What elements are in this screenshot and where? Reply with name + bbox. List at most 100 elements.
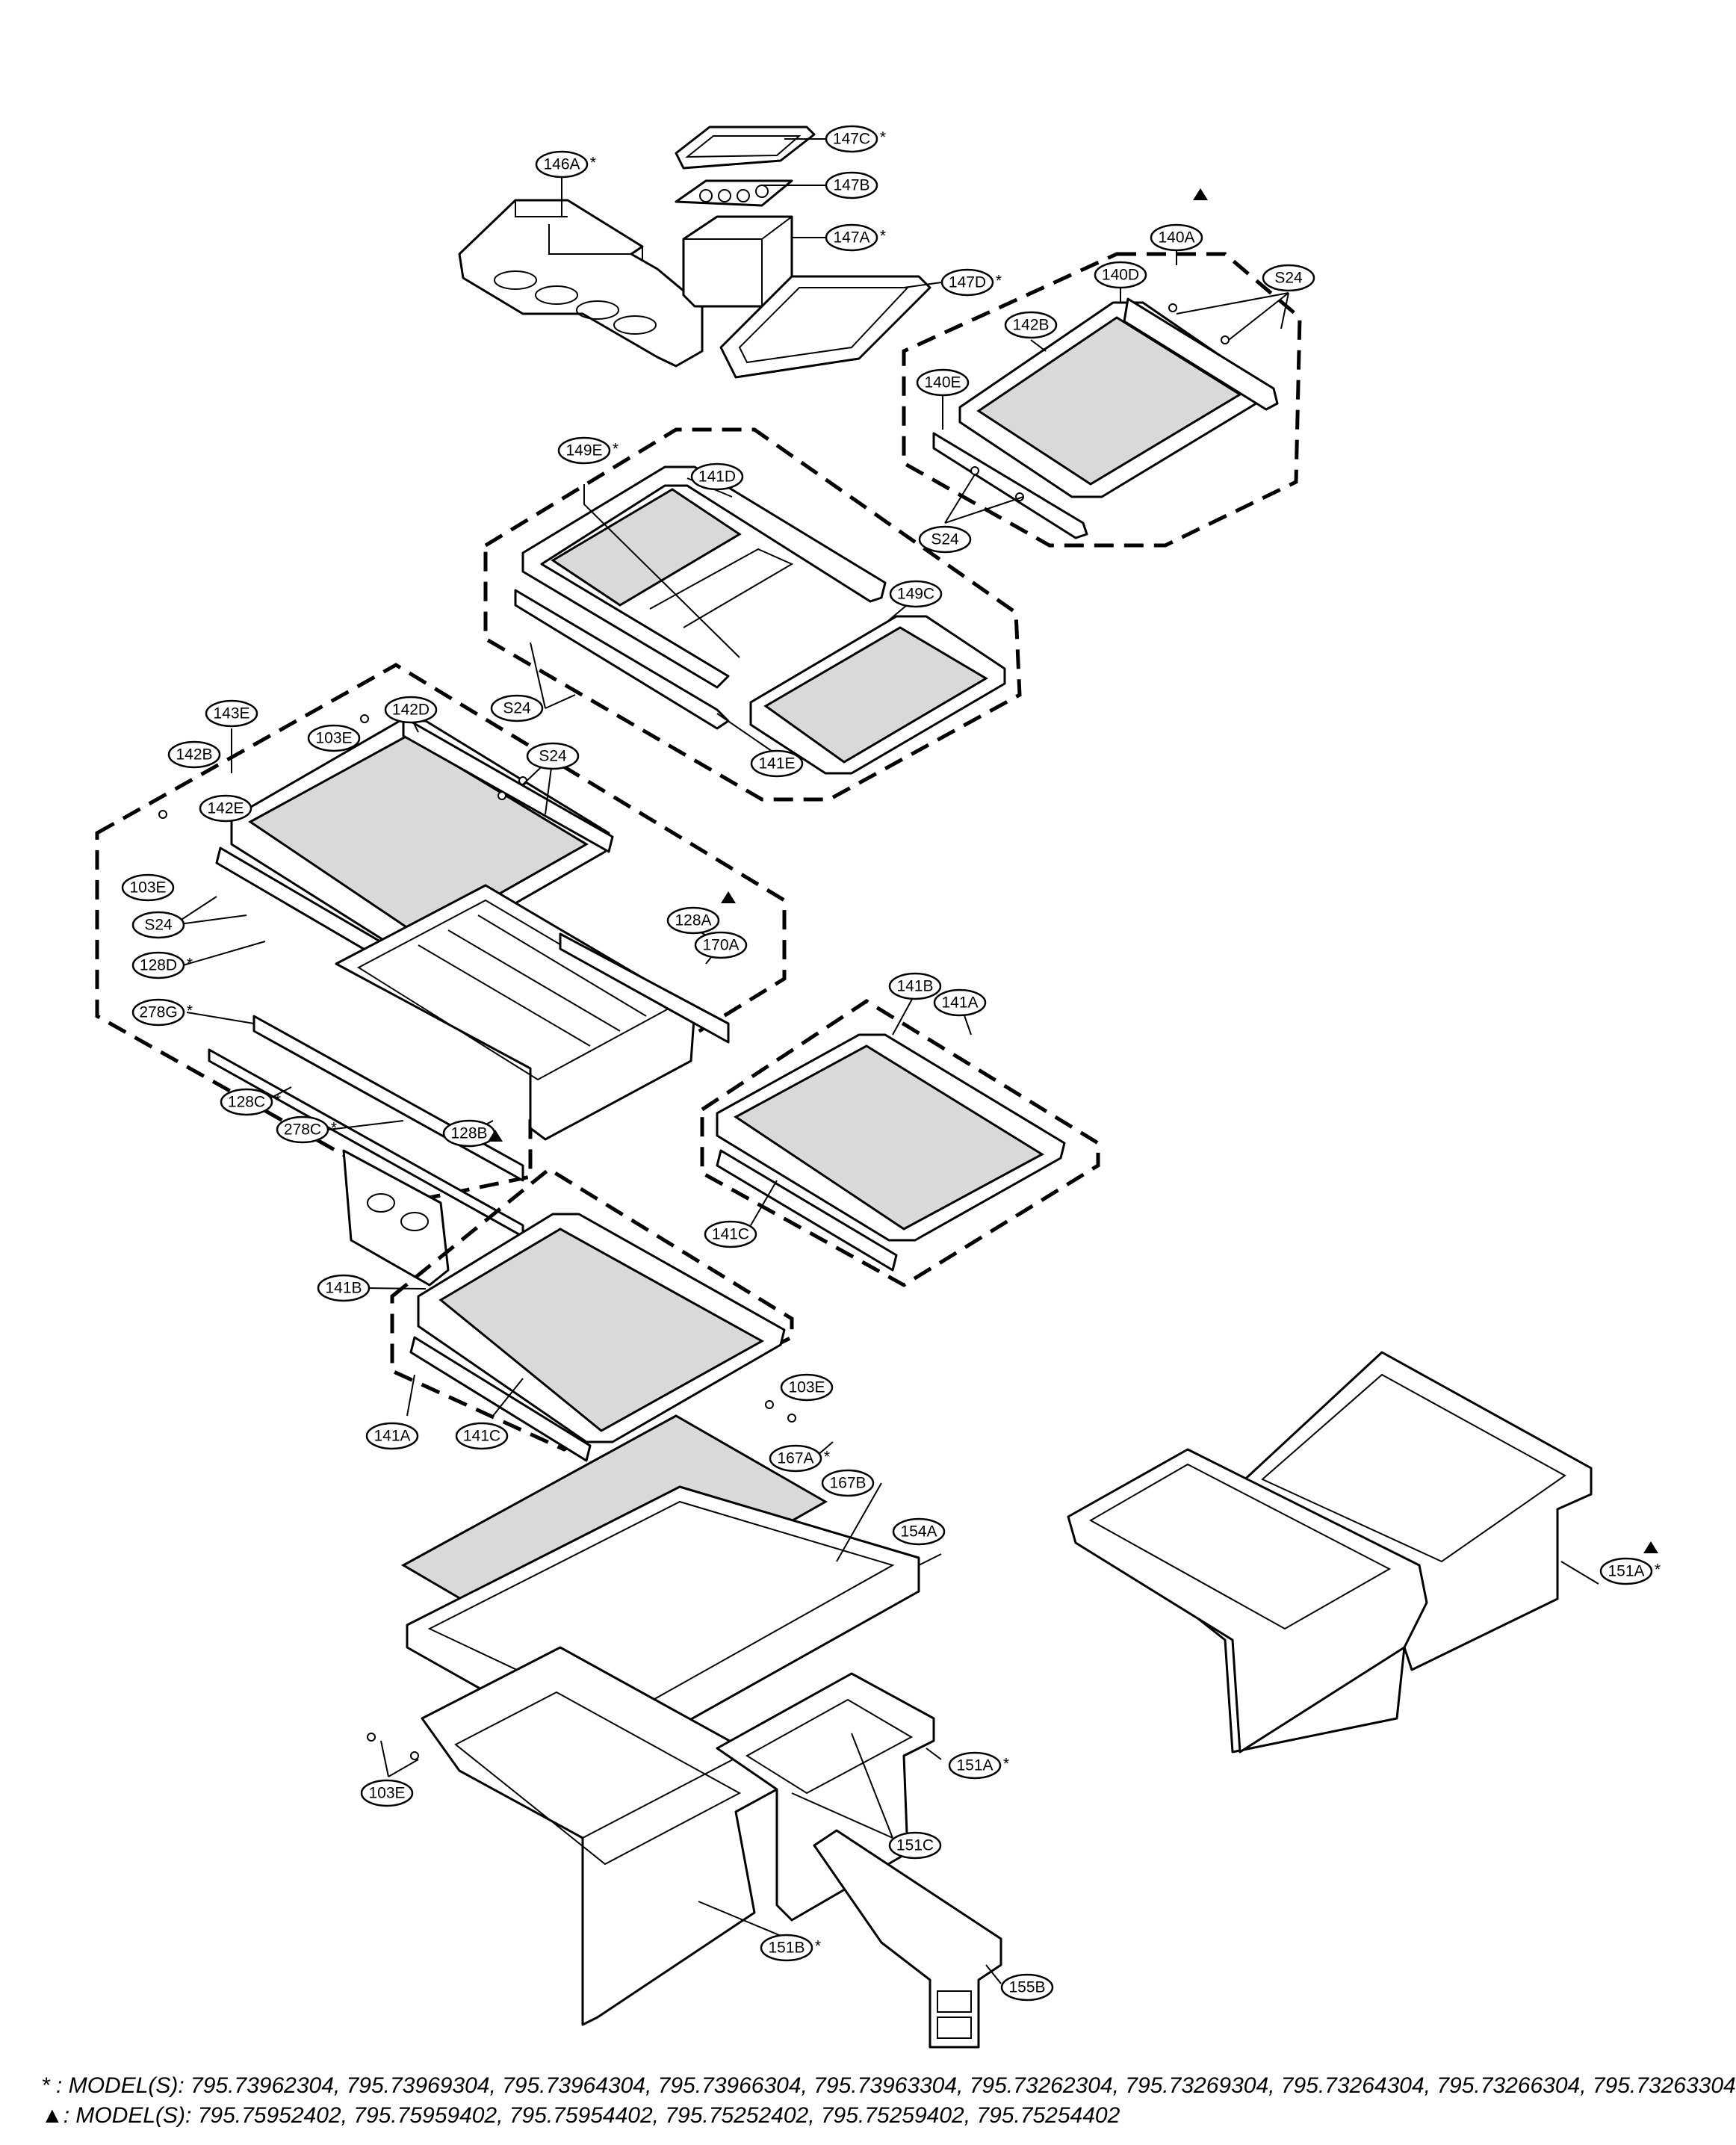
star-marker: * (613, 441, 619, 458)
callout-bubble (825, 171, 878, 199)
callout-142d: 142D (384, 696, 438, 724)
part-141d-shelf (514, 465, 887, 730)
callout-text: 147A (833, 229, 869, 247)
callout-128c: 128C * (220, 1088, 281, 1116)
part-141b-shelf-left (409, 1213, 786, 1462)
callout-text: 128A (675, 912, 711, 929)
callout-text: 167B (829, 1475, 866, 1492)
callout-142e: 142E (199, 794, 252, 823)
triangle-footnote-text: : MODEL(S): 795.75952402, 795.75959402, … (63, 2103, 1120, 2128)
callout-142b: 142B (1004, 311, 1058, 339)
callout-bubble (666, 906, 720, 935)
callout-text: 140A (1158, 229, 1194, 247)
callout-text: 155B (1008, 1979, 1045, 1996)
callout-278g: 278G* (131, 998, 193, 1027)
group-140a-outline (902, 252, 1302, 548)
callout-bubble (821, 1469, 875, 1497)
callout-text: 151C (896, 1837, 934, 1854)
callout-147a: 147A* (825, 223, 886, 252)
callout-141b: 141B (888, 972, 942, 1000)
star-marker: * (275, 1092, 281, 1109)
star-marker: * (331, 1120, 337, 1137)
callout-151a: 151A* (1599, 1557, 1661, 1585)
callout-s24: S24 (131, 911, 185, 939)
callout-bubble (455, 1422, 509, 1450)
callout-140a: 140A (1150, 223, 1203, 252)
callout-167a: 167A* (769, 1444, 830, 1473)
star-marker: * (1003, 1756, 1009, 1773)
callout-151b: 151B* (760, 1934, 821, 1962)
callout-text: 141C (463, 1428, 500, 1445)
callout-text: 154A (900, 1523, 937, 1541)
part-155b-divider (813, 1829, 1002, 2049)
callout-bubble (780, 1373, 834, 1402)
callout-149c: 149C (889, 580, 943, 608)
part-151b-drawer (421, 1646, 778, 2026)
callout-bubble (825, 125, 878, 153)
callout-bubble (220, 1088, 273, 1116)
callout-text: S24 (503, 700, 531, 717)
callout-text: 143E (213, 705, 249, 722)
callout-103e: 103E (121, 873, 175, 902)
callout-text: 170A (702, 937, 739, 954)
callout-146a: 146A * (535, 150, 596, 179)
callout-103e: 103E (780, 1373, 834, 1402)
callout-text: 128D (140, 957, 177, 974)
callout-bubble (918, 525, 972, 554)
callout-labels: 146A*147C*147B147A*147D*140A140D142B142B… (121, 125, 1661, 2002)
callout-bubble (199, 794, 252, 823)
callout-bubble (1262, 264, 1315, 292)
callout-bubble (121, 873, 175, 902)
callout-142b: 142B (167, 740, 221, 769)
callout-bubble (690, 462, 744, 491)
callout-bubble (760, 1934, 813, 1962)
part-147b-tray (675, 179, 793, 207)
callout-bubble (167, 740, 221, 769)
callout-bubble (694, 931, 748, 959)
callout-bubble (916, 368, 970, 397)
callout-text: 151B (768, 1940, 805, 1957)
callout-bubble (750, 749, 804, 778)
callout-text: 142B (1012, 317, 1049, 334)
callout-text: 141A (373, 1428, 410, 1445)
callout-bubble (365, 1422, 419, 1450)
callout-bubble (825, 223, 878, 252)
callout-text: S24 (144, 917, 173, 934)
callout-text: 128C (228, 1094, 265, 1111)
callout-bubble (1000, 1973, 1054, 2002)
callout-140e: 140E (916, 368, 970, 397)
callout-text: 141E (758, 755, 795, 773)
callout-text: 140D (1102, 267, 1139, 284)
callout-bubble (490, 694, 544, 722)
callout-bubble (948, 1751, 1002, 1780)
callout-278c: 278C * (276, 1115, 337, 1144)
part-142b-shelf-140a (932, 297, 1279, 539)
callout-text: S24 (539, 748, 567, 765)
callout-text: 149C (897, 586, 934, 603)
callout-text: 278C (284, 1121, 321, 1139)
model-footnotes: * : MODEL(S): 795.73962304, 795.73969304… (41, 2071, 1736, 2131)
callout-143e: 143E (205, 699, 258, 728)
callout-154a: 154A (892, 1517, 946, 1546)
part-142b-shelf-143e (215, 716, 614, 980)
callout-text: 151A (1608, 1563, 1644, 1580)
callout-bubble (704, 1220, 757, 1248)
callout-text: 142B (176, 746, 212, 764)
star-marker: * (590, 155, 596, 172)
callout-147b: 147B (825, 171, 878, 199)
callout-text: 146A (543, 156, 580, 173)
callout-167b: 167B (821, 1469, 875, 1497)
callout-text: 141D (698, 468, 736, 486)
callout-text: S24 (931, 531, 959, 548)
callout-text: 147D (949, 274, 986, 291)
callout-149e: 149E* (557, 436, 619, 465)
callout-bubble (1599, 1557, 1653, 1585)
triangle-footnote: ▲: MODEL(S): 795.75952402, 795.75959402,… (41, 2101, 1684, 2131)
callout-bubble (317, 1274, 371, 1302)
callout-170a: 170A (694, 931, 748, 959)
callout-bubble (131, 951, 185, 979)
callout-128d: 128D* (131, 951, 193, 979)
callout-103e: 103E (360, 1779, 414, 1807)
callout-128a: 128A (666, 906, 720, 935)
